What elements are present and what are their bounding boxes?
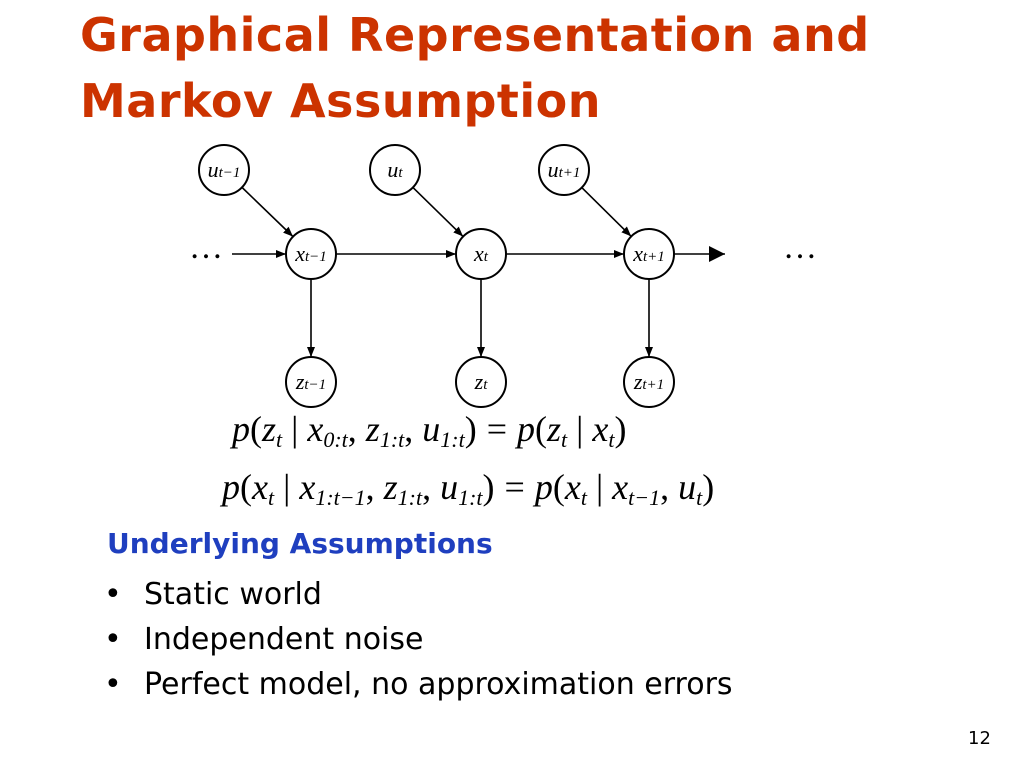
- page-number: 12: [968, 728, 991, 749]
- edge-u-tm1-to-x-tm1: [241, 186, 294, 238]
- list-item: • Static world: [104, 572, 733, 617]
- list-item-text: Independent noise: [144, 622, 424, 657]
- assumptions-heading: Underlying Assumptions: [107, 527, 493, 560]
- svg-text:xt: xt: [473, 241, 489, 266]
- svg-text:zt−1: zt−1: [295, 369, 326, 394]
- measurement-markov-formula: p(zt | x0:t, z1:t, u1:t)=p(zt | xt): [232, 409, 627, 452]
- node-z-tm1: zt−1: [285, 356, 337, 408]
- node-subscript: t−1: [219, 165, 241, 181]
- ellipsis-right: …: [783, 229, 817, 266]
- svg-text:xt−1: xt−1: [294, 241, 327, 266]
- edge-u-tp1-to-x-tp1: [581, 187, 632, 237]
- node-base: u: [548, 157, 559, 182]
- svg-text:zt+1: zt+1: [633, 369, 664, 394]
- node-x-tm1: xt−1: [285, 228, 337, 280]
- edge-u-t-to-x-t: [412, 186, 464, 238]
- node-subscript: t: [483, 377, 488, 393]
- assumptions-list: • Static world • Independent noise • Perfec…: [104, 572, 733, 707]
- node-subscript: t+1: [643, 249, 665, 265]
- node-u-tm1: ut−1: [198, 144, 250, 196]
- node-base: u: [387, 157, 398, 182]
- node-base: z: [633, 369, 643, 394]
- node-u-tp1: ut+1: [538, 144, 590, 196]
- list-item: • Independent noise: [104, 617, 733, 662]
- node-x-tp1: xt+1: [623, 228, 675, 280]
- bullet-icon: •: [104, 622, 122, 657]
- node-base: u: [208, 157, 219, 182]
- markov-graph-diagram: … … ut−1 ut ut+1 xt−1 xt xt+1 zt−1 zt zt…: [189, 144, 817, 408]
- svg-text:xt+1: xt+1: [632, 241, 665, 266]
- node-subscript: t+1: [642, 377, 664, 393]
- list-item-text: Static world: [144, 577, 322, 612]
- svg-text:ut−1: ut−1: [208, 157, 241, 182]
- node-subscript: t: [484, 249, 489, 265]
- node-subscript: t−1: [304, 377, 326, 393]
- node-x-t: xt: [455, 228, 507, 280]
- node-z-tp1: zt+1: [623, 356, 675, 408]
- node-base: x: [632, 241, 643, 266]
- node-base: x: [473, 241, 484, 266]
- title-line-2: Markov Assumption: [80, 74, 602, 128]
- title-line-1: Graphical Representation and: [80, 8, 870, 62]
- state-transition-markov-formula: p(xt | x1:t−1, z1:t, u1:t)=p(xt | xt−1, …: [222, 467, 715, 510]
- bullet-icon: •: [104, 667, 122, 702]
- node-u-t: ut: [369, 144, 421, 196]
- node-base: z: [474, 369, 484, 394]
- list-item-text: Perfect model, no approximation errors: [144, 667, 733, 702]
- node-subscript: t−1: [305, 249, 327, 265]
- node-subscript: t: [398, 165, 403, 181]
- node-base: z: [295, 369, 305, 394]
- svg-text:zt: zt: [474, 369, 489, 394]
- node-z-t: zt: [455, 356, 507, 408]
- ellipsis-left: …: [189, 229, 223, 266]
- list-item: • Perfect model, no approximation errors: [104, 662, 733, 707]
- bullet-icon: •: [104, 577, 122, 612]
- slide-title: Graphical Representation and Markov Assu…: [80, 2, 870, 134]
- svg-text:ut: ut: [387, 157, 403, 182]
- node-base: x: [294, 241, 305, 266]
- node-subscript: t+1: [559, 165, 581, 181]
- svg-text:ut+1: ut+1: [548, 157, 581, 182]
